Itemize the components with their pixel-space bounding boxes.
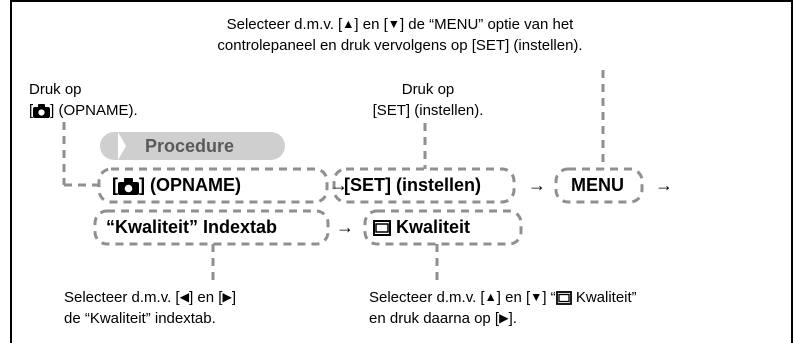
left-arrow-icon: ◀: [179, 290, 190, 305]
quality-instruction-text-e: en druk daarna op [: [369, 310, 500, 327]
tab-step-dashed-box: [93, 209, 330, 246]
record-instruction-note: Druk op [ ] (OPNAME).: [29, 79, 138, 121]
quality-instruction-line-2: en druk daarna op [▶].: [369, 308, 637, 329]
set-instruction-note: Druk op [SET] (instellen).: [338, 79, 518, 121]
quality-icon: [373, 220, 391, 237]
record-instruction-line-1: Druk op: [29, 81, 82, 98]
quality-step-dashed-box: [363, 209, 523, 246]
tab-instruction-line-1: Selecteer d.m.v. [◀] en [▶]: [64, 287, 236, 308]
down-arrow-icon: ▼: [387, 17, 400, 32]
tab-instruction-text-a: Selecteer d.m.v. [: [64, 289, 180, 306]
arrow-tab-to-quality: →: [336, 217, 354, 237]
menu-instruction-text-c: ] de “MENU” optie van het: [399, 16, 574, 33]
arrow-menu-to-next: →: [655, 175, 673, 195]
quality-instruction-text-f: ].: [508, 310, 517, 327]
quality-instruction-note: Selecteer d.m.v. [▲] en [▼] “ Kwaliteit”…: [369, 287, 637, 329]
quality-instruction-line-1: Selecteer d.m.v. [▲] en [▼] “ Kwaliteit”: [369, 287, 637, 308]
record-step-text: ] (OPNAME): [139, 175, 241, 195]
up-arrow-icon: ▲: [484, 290, 497, 305]
up-arrow-icon: ▲: [342, 17, 355, 32]
tab-instruction-text-b: ] en [: [189, 289, 223, 306]
tab-instruction-note: Selecteer d.m.v. [◀] en [▶] de “Kwalitei…: [64, 287, 236, 329]
camera-icon: [33, 104, 51, 119]
arrow-record-to-set: →: [330, 175, 348, 195]
tab-step: “Kwaliteit” Indextab: [106, 217, 278, 237]
arrow-set-to-menu: →: [528, 175, 546, 195]
menu-instruction-text-a: Selecteer d.m.v. [: [226, 16, 343, 33]
record-instruction-text: ] (OPNAME).: [50, 102, 138, 119]
quality-icon: [555, 291, 572, 305]
quality-instruction-text-c: ] “: [542, 289, 556, 306]
record-instruction-bracket-open: [: [29, 102, 34, 119]
set-step: [SET] (instellen): [344, 175, 482, 195]
menu-step: MENU: [571, 175, 624, 195]
record-step-bracket-open: [: [112, 175, 118, 195]
record-step: [ ] (OPNAME): [112, 174, 241, 196]
right-arrow-icon: ▶: [222, 290, 232, 305]
record-instruction-line-2: [ ] (OPNAME).: [29, 100, 138, 121]
procedure-pill: [100, 132, 285, 160]
tab-instruction-line-2: de “Kwaliteit” indextab.: [64, 310, 216, 327]
procedure-pill-arrow-mark: [118, 132, 126, 160]
menu-step-dashed-box: [554, 167, 644, 204]
quality-step: Kwaliteit: [373, 216, 470, 238]
set-instruction-line-1: Druk op: [401, 81, 455, 98]
camera-icon: [118, 177, 139, 195]
right-arrow-icon: ▶: [499, 311, 509, 326]
menu-instruction-line-2: controlepaneel en druk vervolgens op [SE…: [217, 37, 583, 54]
menu-instruction-text-b: ] en [: [354, 16, 388, 33]
quality-instruction-text-a: Selecteer d.m.v. [: [369, 289, 485, 306]
menu-instruction-note: Selecteer d.m.v. [▲] en [▼] de “MENU” op…: [140, 14, 660, 56]
set-instruction-line-2: [SET] (instellen).: [372, 102, 484, 119]
quality-instruction-text-d: Kwaliteit”: [571, 289, 637, 306]
quality-step-text: Kwaliteit: [396, 217, 471, 237]
down-arrow-icon: ▼: [530, 290, 543, 305]
procedure-label: Procedure: [145, 136, 235, 156]
tab-instruction-text-c: ]: [231, 289, 237, 306]
quality-instruction-text-b: ] en [: [496, 289, 531, 306]
menu-instruction-line-1: Selecteer d.m.v. [▲] en [▼] de “MENU” op…: [140, 14, 660, 35]
